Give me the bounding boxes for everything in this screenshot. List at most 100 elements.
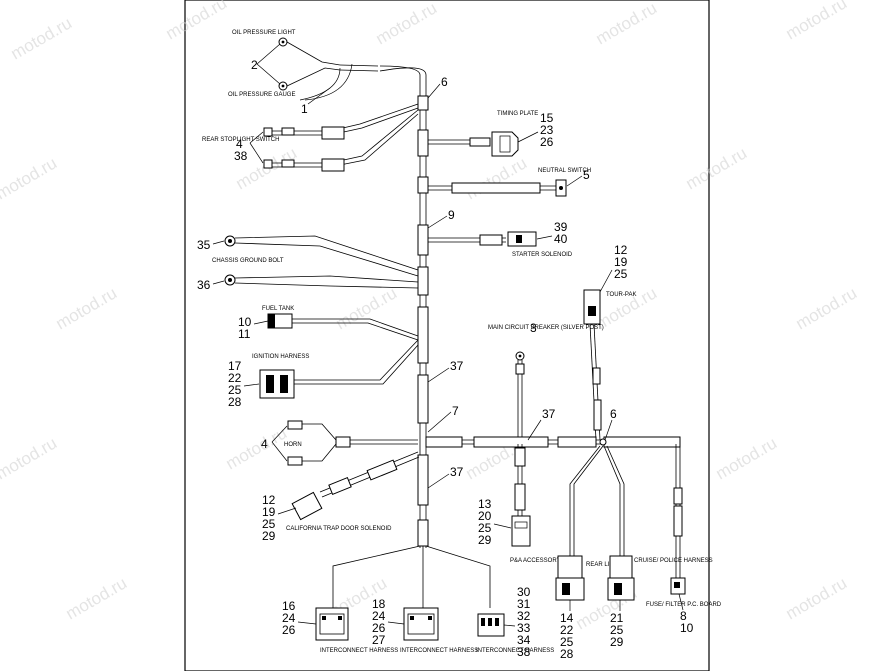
label-fuel-tank: FUEL TANK: [262, 306, 294, 312]
callout: 26: [540, 135, 554, 149]
label-interconnect-harness: INTERCONNECT HARNESS: [320, 648, 398, 654]
callout: 24: [282, 611, 296, 625]
label-main-circuit-breaker: MAIN CIRCUIT BREAKER (SILVER POST): [488, 325, 604, 331]
callout: 36: [197, 278, 211, 292]
watermark: motod.ru: [0, 433, 60, 483]
callout: 25: [262, 517, 276, 531]
callout: 25: [228, 383, 242, 397]
callout: 6: [610, 407, 617, 421]
pa-accessory-group: P&A ACCESSORY 13 20 25 29: [478, 444, 561, 564]
callout: 13: [478, 497, 492, 511]
horn-group: HORN 4: [261, 420, 418, 466]
callout: 33: [517, 621, 531, 635]
chassis-ground-group: CHASSIS GROUND BOLT 35 36: [197, 235, 419, 292]
watermark: motod.ru: [0, 153, 60, 203]
callout: 14: [560, 611, 574, 625]
callout: 25: [614, 267, 628, 281]
label-fuse-filter-pc-board: FUSE/ FILTER P.C. BOARD: [646, 602, 722, 608]
callout: 16: [282, 599, 296, 613]
interconnect-group: INTERCONNECT HARNESS 16 24 26 INTERCONNE…: [282, 545, 554, 659]
rear-lights-group: REAR LIGHTS 14 22 25 28 CRUISE/ POLICE H…: [555, 445, 713, 661]
main-circuit-breaker-group: MAIN CIRCUIT BREAKER (SILVER POST) 3: [488, 321, 604, 440]
watermark: motod.ru: [783, 0, 851, 43]
callout: 20: [478, 509, 492, 523]
label-interconnect-harness: INTERCONNECT HARNESS: [400, 648, 478, 654]
callout: 8: [680, 609, 687, 623]
label-timing-plate: TIMING PLATE: [497, 111, 538, 117]
callout: 22: [228, 371, 242, 385]
callout: 27: [372, 633, 386, 647]
callout: 28: [228, 395, 242, 409]
label-oil-pressure-gauge: OIL PRESSURE GAUGE: [228, 92, 295, 98]
neutral-switch-group: NEUTRAL SWITCH 5: [428, 168, 591, 197]
callout: 21: [610, 611, 624, 625]
fuse-filter-group: FUSE/ FILTER P.C. BOARD 8 10: [646, 444, 722, 635]
tour-pak-group: TOUR-PAK 12 19 25: [583, 243, 636, 441]
watermark: motod.ru: [713, 433, 781, 483]
callout: 4: [261, 437, 268, 451]
callout: 4: [236, 137, 243, 151]
label-tour-pak: TOUR-PAK: [606, 292, 636, 298]
watermark: motod.ru: [8, 13, 76, 63]
callout: 37: [542, 407, 556, 421]
oil-pressure-group: OIL PRESSURE LIGHT OIL PRESSURE GAUGE 2 …: [228, 30, 448, 116]
callout: 29: [610, 635, 624, 649]
label-cruise-police-harness: CRUISE/ POLICE HARNESS: [634, 558, 713, 564]
callout: 6: [441, 75, 448, 89]
starter-solenoid-group: STARTER SOLENOID 39 40 9: [427, 208, 573, 258]
main-trunk: [379, 65, 429, 548]
callout: 30: [517, 585, 531, 599]
callout: 2: [251, 58, 258, 72]
california-solenoid-group: CALIFORNIA TRAP DOOR SOLENOID 12 19 25 2…: [262, 451, 420, 543]
callout: 34: [517, 633, 531, 647]
callout: 7: [452, 404, 459, 418]
callout: 39: [554, 220, 568, 234]
callout: 10: [238, 315, 252, 329]
callout: 29: [262, 529, 276, 543]
timing-plate-group: TIMING PLATE 15 23 26: [428, 111, 554, 157]
watermark: motod.ru: [63, 573, 131, 623]
callout: 38: [234, 149, 248, 163]
fuel-tank-group: FUEL TANK 10 11: [238, 306, 419, 341]
watermark: motod.ru: [53, 283, 121, 333]
callout: 23: [540, 123, 554, 137]
callout: 40: [554, 232, 568, 246]
watermark: motod.ru: [793, 283, 861, 333]
callout: 29: [478, 533, 492, 547]
callout: 10: [680, 621, 694, 635]
horizontal-bus: 7 37 6 37 37: [425, 359, 681, 489]
callout: 1: [301, 102, 308, 116]
callout: 19: [614, 255, 628, 269]
label-chassis-ground-bolt: CHASSIS GROUND BOLT: [212, 258, 284, 264]
callout: 26: [372, 621, 386, 635]
callout: 15: [540, 111, 554, 125]
callout: 28: [560, 647, 574, 661]
label-oil-pressure-light: OIL PRESSURE LIGHT: [232, 30, 296, 36]
callout: 5: [583, 168, 590, 182]
label-pa-accessory: P&A ACCESSORY: [510, 558, 561, 564]
rear-stoplight-switch-group: REAR STOPLIGHT SWITCH 4 38: [202, 103, 419, 172]
callout: 24: [372, 609, 386, 623]
label-california-trap-door-solenoid: CALIFORNIA TRAP DOOR SOLENOID: [286, 526, 392, 532]
callout: 3: [530, 321, 537, 335]
callout: 37: [450, 465, 464, 479]
label-ignition-harness: IGNITION HARNESS: [252, 354, 309, 360]
callout: 11: [238, 327, 251, 341]
callout: 26: [282, 623, 296, 637]
ignition-harness-group: IGNITION HARNESS 17 22 25 28: [228, 339, 419, 409]
label-neutral-switch: NEUTRAL SWITCH: [538, 168, 591, 174]
label-starter-solenoid: STARTER SOLENOID: [512, 252, 573, 258]
callout: 32: [517, 609, 531, 623]
callout: 9: [448, 208, 455, 222]
callout: 25: [610, 623, 624, 637]
callout: 37: [450, 359, 464, 373]
callout: 35: [197, 238, 211, 252]
callout: 25: [560, 635, 574, 649]
callout: 12: [262, 493, 276, 507]
callout: 25: [478, 521, 492, 535]
callout: 12: [614, 243, 628, 257]
callout: 19: [262, 505, 276, 519]
callout: 31: [517, 597, 531, 611]
callout: 17: [228, 359, 242, 373]
